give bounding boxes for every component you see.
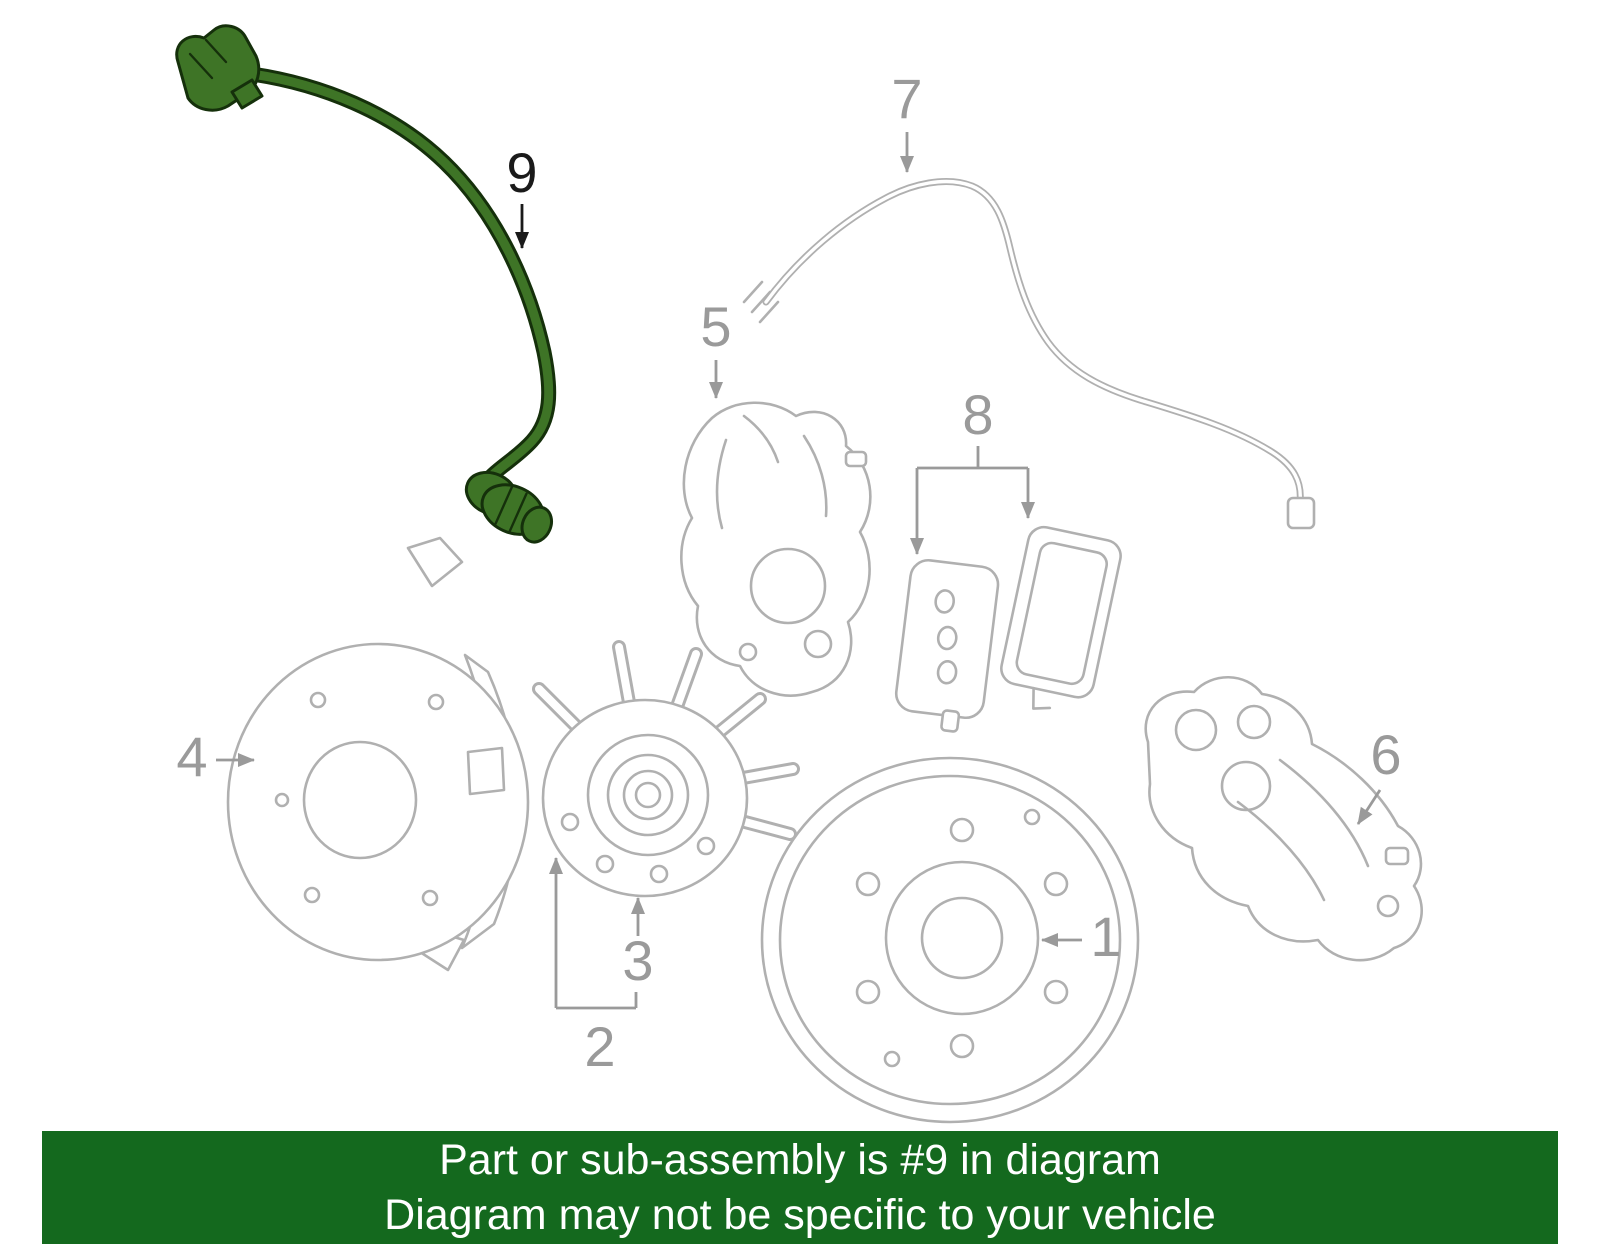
- caliper-bracket-part: [1144, 675, 1423, 962]
- callout-9-label: 9: [506, 141, 537, 204]
- callout-2: 2: [549, 857, 638, 1078]
- callout-5: 5: [700, 295, 732, 399]
- callouts: 9 7 5 8 4 6: [176, 67, 1401, 1078]
- brake-hose-part: [742, 178, 1316, 530]
- callout-7: 7: [891, 67, 923, 173]
- callout-3-label: 3: [622, 929, 653, 992]
- callout-2-label: 2: [584, 1015, 615, 1078]
- callout-4-label: 4: [176, 725, 207, 788]
- callout-3: 3: [622, 897, 654, 992]
- callout-8-label: 8: [962, 383, 993, 446]
- brake-pads-part: [894, 525, 1122, 733]
- brake-rotor-part: [760, 756, 1140, 1124]
- callout-8: 8: [910, 383, 1035, 555]
- highlight-banner: Part or sub-assembly is #9 in diagram Di…: [42, 1131, 1558, 1244]
- callout-6: 6: [1356, 723, 1402, 825]
- hub-assembly-part: [532, 640, 800, 898]
- callout-1-label: 1: [1090, 905, 1121, 968]
- banner-line-1: Part or sub-assembly is #9 in diagram: [439, 1135, 1161, 1184]
- callout-4: 4: [176, 725, 255, 788]
- brake-caliper-part: [680, 401, 872, 697]
- banner-line-2: Diagram may not be specific to your vehi…: [384, 1190, 1216, 1239]
- callout-6-label: 6: [1370, 723, 1401, 786]
- callout-5-label: 5: [700, 295, 731, 358]
- callout-1: 1: [1041, 905, 1122, 968]
- callout-9: 9: [506, 141, 538, 249]
- abs-wheel-speed-sensor-part: [175, 24, 557, 544]
- callout-7-label: 7: [891, 67, 922, 130]
- splash-shield-part: [226, 536, 530, 972]
